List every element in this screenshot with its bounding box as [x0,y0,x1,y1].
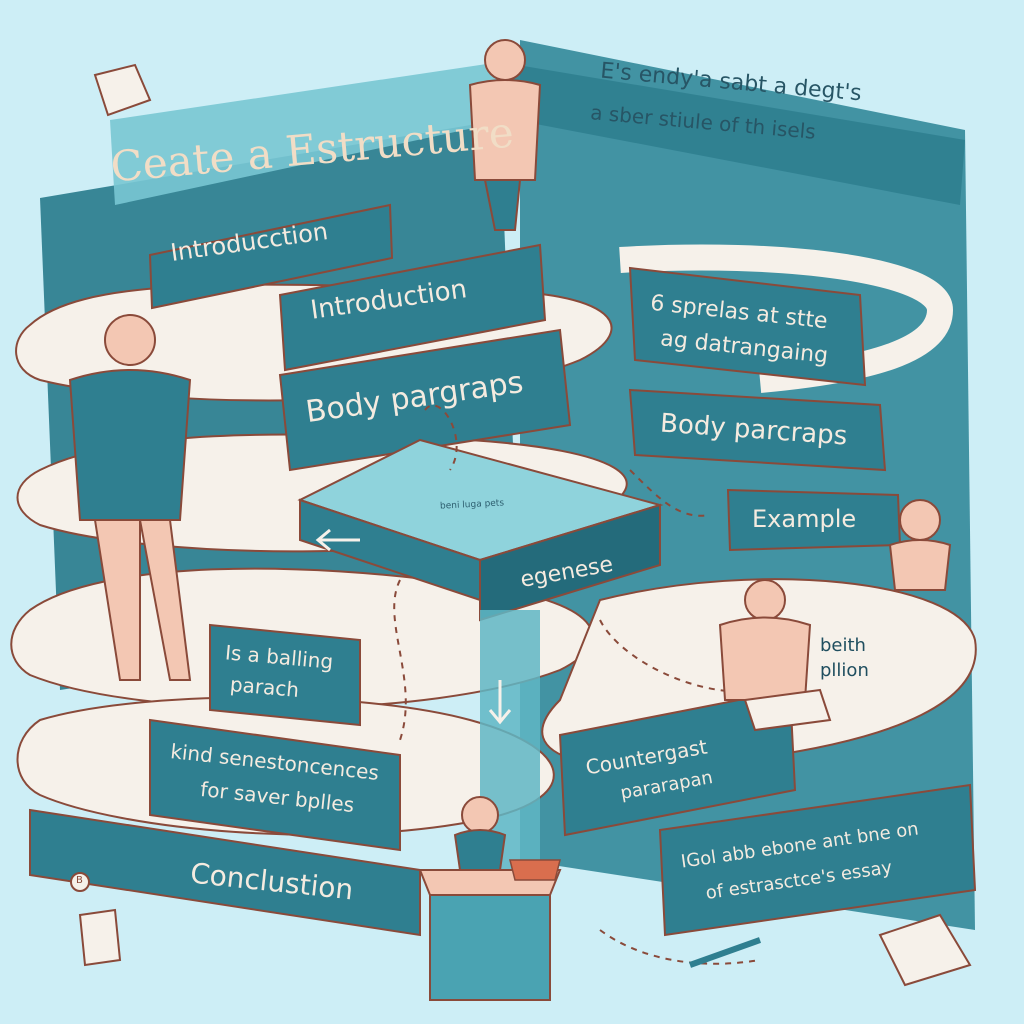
connector-5 [599,929,761,965]
paper-icon [78,908,122,967]
small-tag-circle [70,872,90,892]
open-book-icon [878,913,972,987]
banner-left-lower [149,718,401,852]
banner-right-note [628,266,867,387]
connector-1 [424,404,458,471]
person-writing-icon [718,579,832,732]
title-band [110,62,520,205]
banner-body-center [278,328,572,472]
pencil-icon [688,937,762,968]
banner-counter [558,688,797,837]
top-right-band [500,62,965,205]
center-box-front-right [479,503,661,622]
person-top-icon [468,39,542,231]
book-icon [93,63,152,117]
small-tag-label: B [76,875,83,886]
person-desk-icon [453,796,561,881]
connector-3 [393,579,407,741]
connector-2 [629,469,711,517]
person-presenter-icon [68,314,192,681]
down-arrowhead-icon [488,709,512,725]
banner-intro-left [148,203,394,310]
label-example: Example [752,505,857,533]
label-right-side-line-1: beith [820,635,866,656]
banner-left-box [209,623,361,727]
banner-bottom-right [658,783,977,937]
banner-body-right [628,388,887,472]
left-arrowhead-icon [315,528,331,552]
label-right-side-line-2: pllion [820,660,869,681]
laptop-icon [509,859,561,881]
person-side-icon [888,499,952,591]
banner-conclusion [29,808,421,937]
banner-intro-center [278,243,547,372]
desk [429,879,551,1001]
